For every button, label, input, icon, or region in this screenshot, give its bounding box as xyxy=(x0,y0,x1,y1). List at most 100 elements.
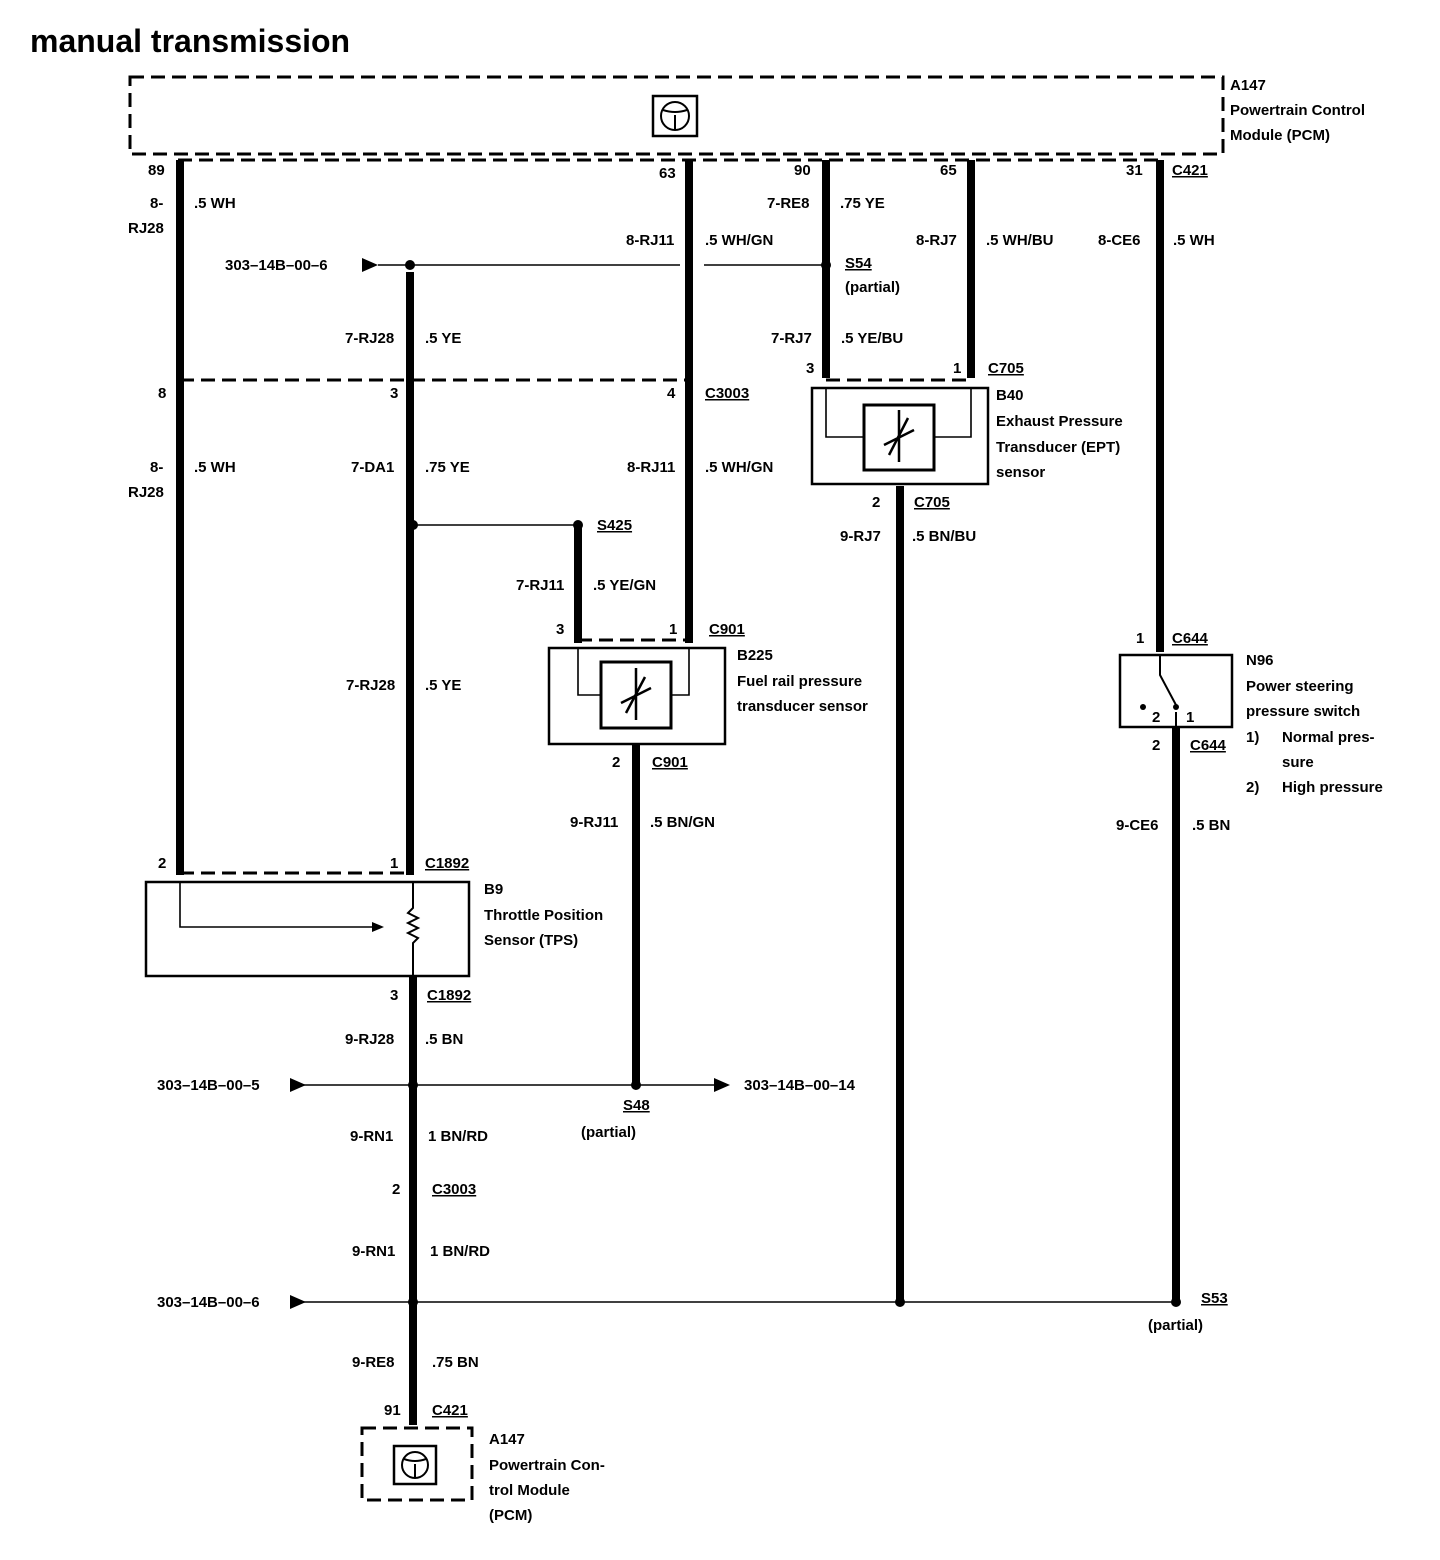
connector-c1892-bottom: C1892 xyxy=(427,987,471,1004)
pcm-bottom-module-box xyxy=(360,1426,474,1502)
ref-link-1[interactable]: 303–14B–00–6 xyxy=(225,257,328,274)
psps-state1-num: 1) xyxy=(1246,729,1259,746)
connector-c705-bottom: C705 xyxy=(914,494,950,511)
pcm-top-id: A147 xyxy=(1230,77,1266,94)
pcm-top-line2: Module (PCM) xyxy=(1230,127,1330,144)
fuel-rail-sensor-box xyxy=(547,646,727,746)
connector-c421-top: C421 xyxy=(1172,162,1208,179)
pcm-bottom-line2: trol Module xyxy=(489,1482,570,1499)
ept-line3: sensor xyxy=(996,464,1045,481)
wire-code: 9-RJ28 xyxy=(345,1031,394,1048)
wire-code: 7-RJ28 xyxy=(345,330,394,347)
wire-code: 7-RE8 xyxy=(767,195,810,212)
ps-switch-contact-2 xyxy=(1140,704,1146,710)
pcm-bottom-id: A147 xyxy=(489,1431,525,1448)
pcm-bottom-line1: Powertrain Con- xyxy=(489,1457,605,1474)
pin-c705-3: 3 xyxy=(806,360,814,377)
psps-state1b: sure xyxy=(1282,754,1314,771)
wire-size-color: .75 YE xyxy=(425,459,470,476)
ref-link-2[interactable]: 303–14B–00–5 xyxy=(157,1077,260,1094)
ept-id: B40 xyxy=(996,387,1024,404)
wire-size-color: 1 BN/RD xyxy=(430,1243,490,1260)
wire-size-color: .5 WH/GN xyxy=(705,459,773,476)
ept-sensor-box xyxy=(810,386,990,486)
pin-c3003-3: 3 xyxy=(390,385,398,402)
pin-c644-1: 1 xyxy=(1136,630,1144,647)
pin-31: 31 xyxy=(1126,162,1143,179)
ref-link-3[interactable]: 303–14B–00–14 xyxy=(744,1077,856,1094)
wire-size-color: .5 YE/GN xyxy=(593,577,656,594)
wire-size-color: .5 BN xyxy=(425,1031,463,1048)
tps-id: B9 xyxy=(484,881,503,898)
tps-sensor-box xyxy=(144,880,471,978)
psps-id: N96 xyxy=(1246,652,1274,669)
wire-size-color: .75 BN xyxy=(432,1354,479,1371)
wire-size-color: .75 YE xyxy=(840,195,885,212)
wire-size-color: .5 BN/BU xyxy=(912,528,976,545)
wire-size-color: .5 WH xyxy=(194,459,236,476)
ept-symbol xyxy=(883,410,915,462)
frp-line1: Fuel rail pressure xyxy=(737,673,862,690)
tps-wiper-arrow xyxy=(372,922,384,932)
wire-size-color: .5 YE xyxy=(425,677,461,694)
wire-code: 9-RN1 xyxy=(350,1128,393,1145)
frp-id: B225 xyxy=(737,647,773,664)
ept-line2: Transducer (EPT) xyxy=(996,439,1120,456)
wire-code: 9-RE8 xyxy=(352,1354,395,1371)
ps-switch-pin1: 1 xyxy=(1186,709,1194,726)
splice-s425: S425 xyxy=(597,517,632,534)
wire-code: 7-RJ28 xyxy=(346,677,395,694)
fuel-rail-internal-wiring xyxy=(577,648,690,696)
splice-s54: S54 xyxy=(845,255,872,272)
connector-c901-bottom: C901 xyxy=(652,754,688,771)
wire-code: 9-RN1 xyxy=(352,1243,395,1260)
pin-c3003-4: 4 xyxy=(667,385,676,402)
splice-dot xyxy=(408,1297,418,1307)
wire-code: 9-RJ11 xyxy=(570,814,618,831)
splice-dot-s425 xyxy=(573,520,583,530)
ps-switch-contacts xyxy=(1159,655,1177,727)
pcm-top-icon xyxy=(651,94,699,138)
ref-arrow-2 xyxy=(290,1078,306,1092)
frp-line2: transducer sensor xyxy=(737,698,868,715)
connector-c1892-top: C1892 xyxy=(425,855,469,872)
pcm-top-module-box xyxy=(128,75,1225,156)
pin-90: 90 xyxy=(794,162,811,179)
connector-c421-bottom: C421 xyxy=(432,1402,468,1419)
tps-line2: Sensor (TPS) xyxy=(484,932,578,949)
ref-link-4[interactable]: 303–14B–00–6 xyxy=(157,1294,260,1311)
connector-c644-top: C644 xyxy=(1172,630,1209,647)
connector-c644-bottom: C644 xyxy=(1190,737,1227,754)
pcm-top-line1: Powertrain Control xyxy=(1230,102,1365,119)
tps-line1: Throttle Position xyxy=(484,907,603,924)
wire-code: 8-RJ11 xyxy=(626,232,674,249)
wire-code: 8-RJ7 xyxy=(916,232,957,249)
ept-internal-wiring xyxy=(825,388,972,438)
pin-c1892-1: 1 xyxy=(390,855,398,872)
pcm-bottom-icon xyxy=(392,1444,438,1486)
pin-c901-2: 2 xyxy=(612,754,620,771)
fuel-rail-symbol xyxy=(620,668,652,720)
splice-s53-note: (partial) xyxy=(1148,1317,1203,1334)
splice-dot xyxy=(405,260,415,270)
tps-resistor xyxy=(405,882,421,975)
wire-code: 7-RJ7 xyxy=(771,330,812,347)
wire-size-color: .5 YE xyxy=(425,330,461,347)
wire-code: 8-CE6 xyxy=(1098,232,1141,249)
ref-arrow-4 xyxy=(290,1295,306,1309)
splice-s48: S48 xyxy=(623,1097,650,1114)
pin-c705-1: 1 xyxy=(953,360,961,377)
wire-size-color: .5 WH xyxy=(1173,232,1215,249)
wire-size-color: .5 BN xyxy=(1192,817,1230,834)
wire-code: 8-RJ11 xyxy=(627,459,675,476)
wire-size-color: .5 WH xyxy=(194,195,236,212)
wire-size-color: .5 WH/BU xyxy=(986,232,1054,249)
pin-63: 63 xyxy=(659,165,676,182)
splice-s54-note: (partial) xyxy=(845,279,900,296)
psps-line2: pressure switch xyxy=(1246,703,1360,720)
connector-c3003: C3003 xyxy=(705,385,749,402)
wire-code: RJ28 xyxy=(128,484,164,501)
pin-c705-2: 2 xyxy=(872,494,880,511)
splice-dot xyxy=(895,1297,905,1307)
